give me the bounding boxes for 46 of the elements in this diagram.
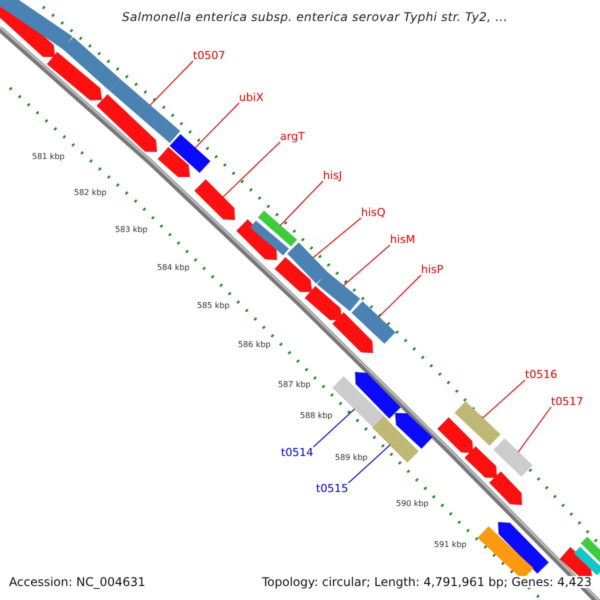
gene-label: hisQ [361, 207, 386, 218]
gene-label: ubiX [239, 92, 264, 103]
gene-label: argT [280, 131, 305, 142]
leader-line [482, 380, 526, 419]
title: Salmonella enterica subsp. enterica serovar Typhi str. Ty2, ... [122, 11, 508, 23]
gene-bar [352, 301, 396, 344]
leader-line [348, 444, 391, 484]
scale-label: 587 kbp [278, 381, 311, 389]
leader-line [312, 408, 356, 448]
scale-label: 589 kbp [335, 454, 368, 462]
leader-line [378, 274, 422, 318]
gene-bar [110, 79, 180, 143]
gene-label: t0507 [193, 50, 226, 61]
gene-label: t0517 [551, 396, 584, 407]
gene-bar [170, 134, 210, 173]
gene-bar [372, 416, 419, 463]
footer-text: Accession: NC_004631 [9, 576, 146, 588]
scale-label: 586 kbp [238, 341, 271, 349]
gene-bar [287, 242, 328, 284]
gene-bar [493, 438, 533, 477]
scale-label: 588 kbp [300, 412, 333, 420]
scale-label: 591 kbp [434, 541, 467, 549]
gene-label: hisM [390, 234, 416, 245]
scale-label: 584 kbp [157, 264, 190, 272]
scale-label: 585 kbp [197, 302, 230, 310]
scale-label: 581 kbp [32, 153, 65, 161]
gene-label: t0514 [281, 447, 314, 458]
scale-label: 582 kbp [74, 189, 107, 197]
gene-bar [316, 272, 360, 312]
scale-label: 590 kbp [396, 500, 429, 508]
leader-line [222, 142, 280, 198]
gene-label: hisP [421, 264, 444, 275]
leader-line [280, 180, 324, 226]
gene-bar [454, 401, 500, 446]
leader-line [194, 102, 240, 148]
gene-label: hisJ [323, 170, 342, 181]
gene-label: t0516 [525, 369, 558, 380]
leader-line [342, 244, 390, 286]
leader-line [518, 406, 552, 453]
leader-line [149, 60, 194, 106]
scale-label: 583 kbp [115, 226, 148, 234]
gene-bar [258, 210, 297, 246]
gene-feature [194, 179, 235, 220]
leader-line [312, 218, 362, 258]
footer-text: Topology: circular; Length: 4,791,961 bp; Genes: 4,423 [262, 576, 592, 588]
gene-label: t0515 [316, 483, 348, 494]
